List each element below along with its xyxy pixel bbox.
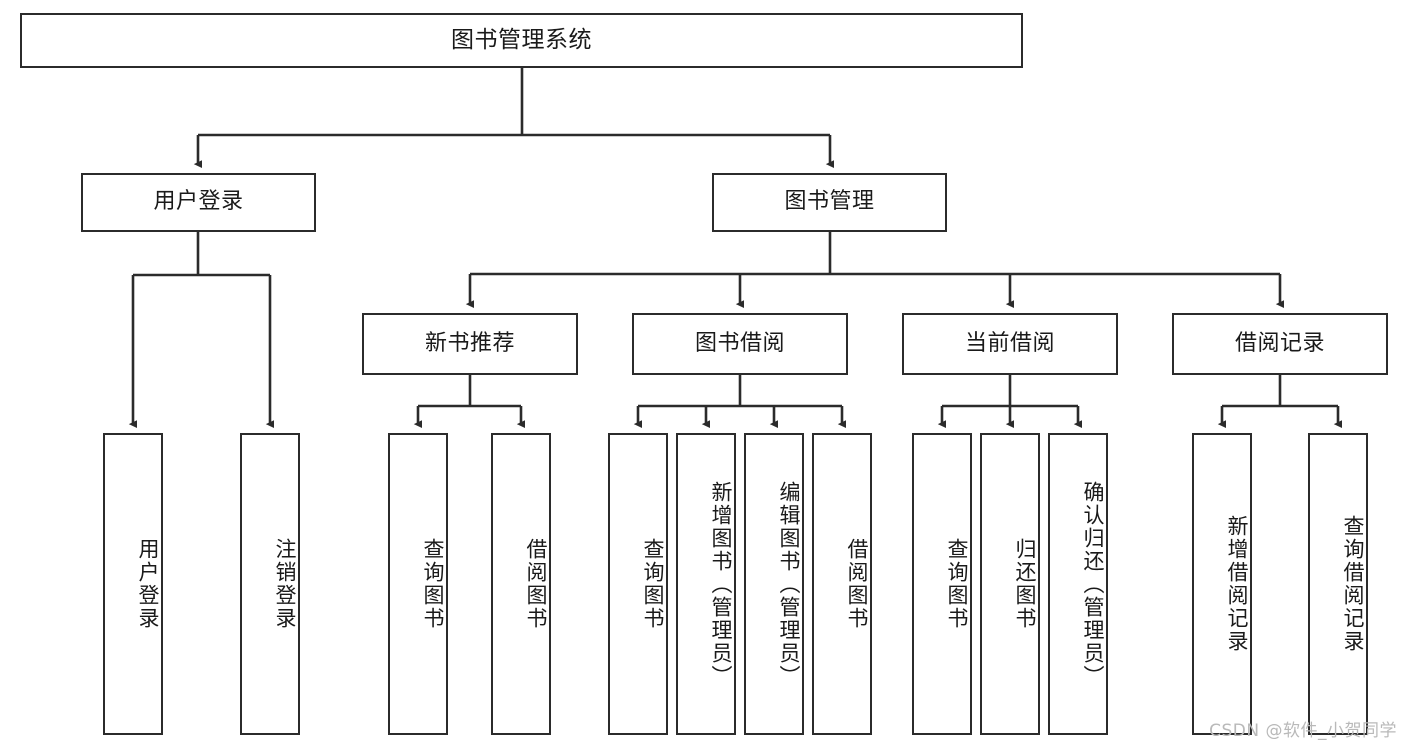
leaf-user-login-logout[interactable]: 注销登录 xyxy=(240,433,300,735)
leaf-borrow-record-add[interactable]: 新增借阅记录 xyxy=(1192,433,1252,735)
node-label: 查询图书 xyxy=(945,538,969,630)
leaf-current-borrow-return[interactable]: 归还图书 xyxy=(980,433,1040,735)
leaf-borrow-record-query[interactable]: 查询借阅记录 xyxy=(1308,433,1368,735)
node-label: 图书管理 xyxy=(784,189,875,215)
node-label: 借阅图书 xyxy=(524,538,548,630)
leaf-new-book-query[interactable]: 查询图书 xyxy=(388,433,448,735)
node-label: 查询图书 xyxy=(641,538,665,630)
csdn-watermark: CSDN @软件_小贺同学 xyxy=(1209,721,1397,741)
node-label: 确认归还（管理员） xyxy=(1081,480,1105,688)
node-label: 注销登录 xyxy=(273,538,297,630)
leaf-book-borrow-borrow[interactable]: 借阅图书 xyxy=(812,433,872,735)
node-label: 查询图书 xyxy=(421,538,445,630)
node-label: 查询借阅记录 xyxy=(1341,515,1365,653)
node-current-borrow[interactable]: 当前借阅 xyxy=(902,313,1118,375)
node-book-management[interactable]: 图书管理 xyxy=(712,173,947,232)
node-borrow-record[interactable]: 借阅记录 xyxy=(1172,313,1388,375)
leaf-book-borrow-query[interactable]: 查询图书 xyxy=(608,433,668,735)
node-label: 当前借阅 xyxy=(964,330,1055,356)
node-user-login[interactable]: 用户登录 xyxy=(81,173,316,232)
node-label: 图书借阅 xyxy=(694,330,785,356)
leaf-current-borrow-confirm-return[interactable]: 确认归还（管理员） xyxy=(1048,433,1108,735)
node-label: 归还图书 xyxy=(1013,538,1037,630)
node-label: 新增借阅记录 xyxy=(1225,515,1249,653)
node-label: 新书推荐 xyxy=(424,330,515,356)
leaf-book-borrow-add[interactable]: 新增图书（管理员） xyxy=(676,433,736,735)
node-root-system[interactable]: 图书管理系统 xyxy=(20,13,1023,68)
node-label: 借阅图书 xyxy=(845,538,869,630)
leaf-user-login-login[interactable]: 用户登录 xyxy=(103,433,163,735)
node-label: 用户登录 xyxy=(153,189,244,215)
node-book-borrow[interactable]: 图书借阅 xyxy=(632,313,848,375)
leaf-book-borrow-edit[interactable]: 编辑图书（管理员） xyxy=(744,433,804,735)
node-new-book-recommend[interactable]: 新书推荐 xyxy=(362,313,578,375)
node-label: 新增图书（管理员） xyxy=(709,480,733,688)
node-label: 借阅记录 xyxy=(1234,330,1325,356)
leaf-current-borrow-query[interactable]: 查询图书 xyxy=(912,433,972,735)
node-label: 用户登录 xyxy=(136,538,160,630)
node-label: 编辑图书（管理员） xyxy=(777,480,801,688)
leaf-new-book-borrow[interactable]: 借阅图书 xyxy=(491,433,551,735)
node-label: 图书管理系统 xyxy=(451,26,592,53)
